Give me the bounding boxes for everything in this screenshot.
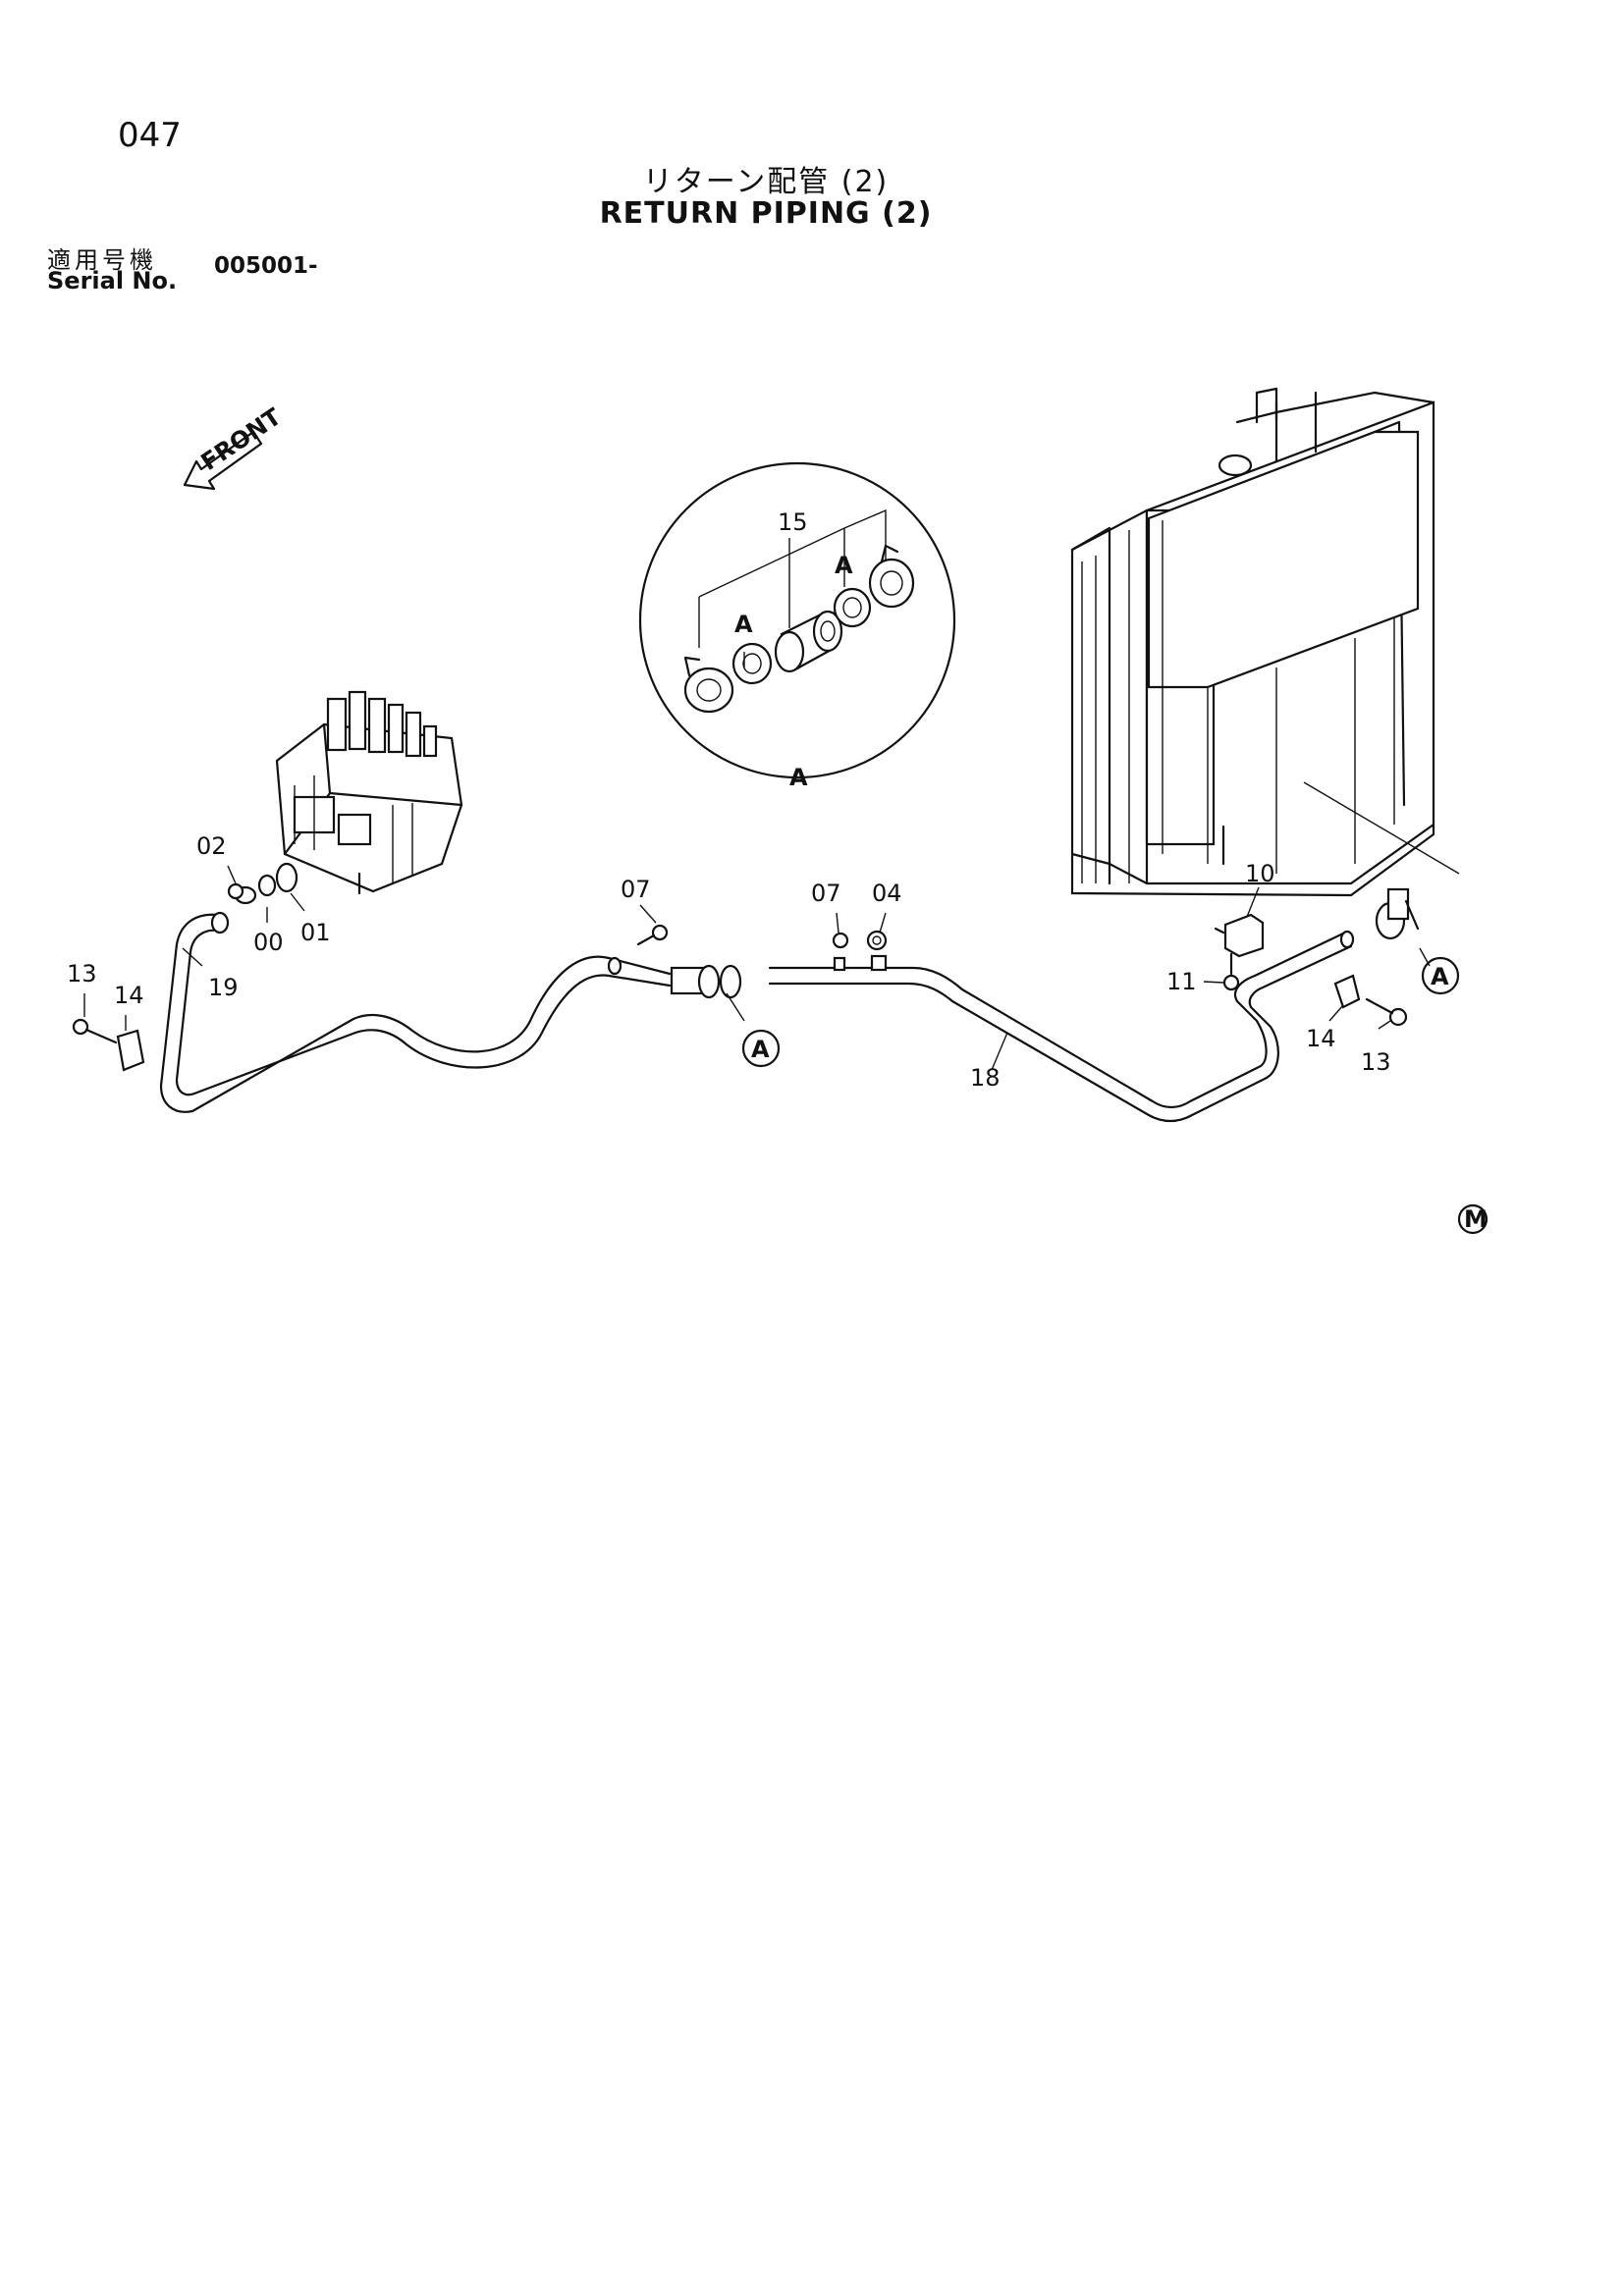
callout-a-coupling: A <box>741 1029 781 1068</box>
clamp-left-icon <box>683 656 734 714</box>
callout-13-left: 13 <box>67 960 97 988</box>
radiator-hose-fitting <box>1375 887 1420 940</box>
bracket-10 <box>1214 913 1265 958</box>
callout-18: 18 <box>970 1064 1001 1092</box>
callout-11: 11 <box>1166 968 1197 995</box>
clamp-right-icon <box>868 544 915 609</box>
page-number: 047 <box>118 116 182 155</box>
page-title-english: RETURN PIPING (2) <box>599 196 933 231</box>
callout-a-radiator: A <box>1421 956 1460 995</box>
callout-04: 04 <box>872 880 902 907</box>
return-pipe-19 <box>159 911 672 1113</box>
flange-fitting <box>234 862 298 905</box>
callout-10: 10 <box>1245 860 1275 887</box>
callout-detail-a-left: A <box>734 611 753 638</box>
detail-view-a: 15 A A A <box>638 461 956 791</box>
bolt-13-left-icon <box>72 1018 118 1044</box>
svg-text:A: A <box>1431 963 1449 990</box>
corner-mark-m: M <box>1457 1203 1489 1235</box>
serial-number-value: 005001- <box>214 253 318 279</box>
callout-01: 01 <box>300 919 331 946</box>
bolt-11-icon <box>1222 952 1240 991</box>
bolt-02-icon <box>227 882 244 900</box>
hose-coupling <box>670 964 742 999</box>
callout-07-mid: 07 <box>811 880 841 907</box>
callout-07-left: 07 <box>621 876 651 903</box>
svg-text:M: M <box>1464 1205 1488 1233</box>
bolt-13-right-icon <box>1365 997 1408 1027</box>
callout-14-left: 14 <box>114 982 144 1009</box>
callout-00: 00 <box>253 929 284 956</box>
svg-text:A: A <box>751 1036 770 1063</box>
radiator-oil-cooler <box>1070 387 1460 897</box>
clamp-14-right <box>1333 974 1361 1009</box>
callout-detail-a-right: A <box>835 552 853 579</box>
callout-02: 02 <box>196 832 227 860</box>
callout-14-right: 14 <box>1306 1025 1336 1052</box>
serial-label-japanese: 適用号機 <box>47 246 157 274</box>
bolt-07-mid-icon <box>832 932 849 949</box>
clamp-14-left <box>116 1029 145 1072</box>
front-arrow-icon: FRONT <box>183 402 287 491</box>
ring-right-icon <box>833 587 872 628</box>
sleeve-15-icon <box>774 610 843 673</box>
page-title-japanese: リターン配管 (2) <box>642 165 890 199</box>
callout-19: 19 <box>208 974 239 1001</box>
svg-text:FRONT: FRONT <box>196 402 287 476</box>
control-valve <box>275 690 463 895</box>
return-pipe-18 <box>768 930 1355 1123</box>
callout-15: 15 <box>778 508 808 536</box>
ring-left-icon <box>731 642 773 685</box>
serial-label-english: Serial No. <box>47 267 178 294</box>
callout-13-right: 13 <box>1361 1048 1391 1076</box>
detail-view-label: A <box>789 764 808 791</box>
nut-04-icon <box>866 930 888 951</box>
bolt-07-left-icon <box>636 924 669 946</box>
